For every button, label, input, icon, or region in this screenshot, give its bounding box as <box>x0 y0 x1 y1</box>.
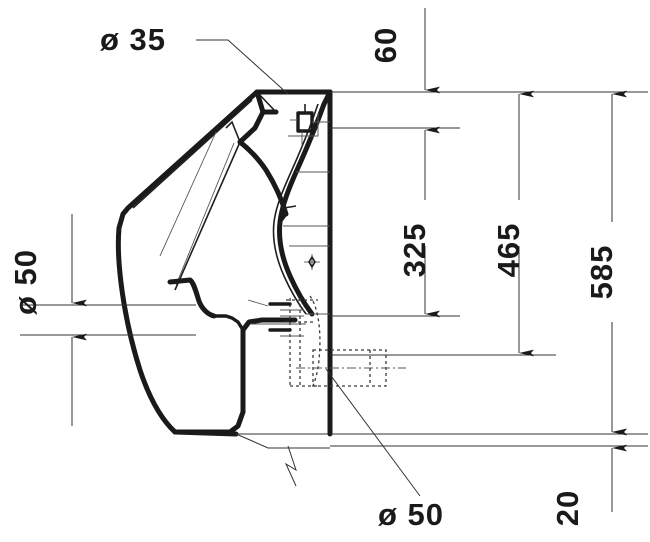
dimension-60: 60 <box>368 8 440 94</box>
dimension-label-325: 325 <box>397 223 432 278</box>
dimension-20: 20 <box>550 410 627 526</box>
dimension-label-60: 60 <box>368 27 403 63</box>
dimension-dia50-bottom: ø 50 <box>325 368 444 532</box>
dimension-label-465: 465 <box>491 223 526 278</box>
dimension-dia35: ø 35 <box>100 22 289 95</box>
dimension-label-dia50-bottom: ø 50 <box>378 497 444 532</box>
urinal-body <box>115 89 406 487</box>
dimension-label-dia50-left: ø 50 <box>8 249 43 315</box>
reference-crosshair-icon <box>304 254 320 270</box>
dimension-dia50-left: ø 50 <box>8 214 196 426</box>
dimension-label-585: 585 <box>584 245 619 300</box>
dimension-325: 325 <box>397 126 440 318</box>
outlet-hidden-lines <box>268 295 406 389</box>
dimension-label-dia35: ø 35 <box>100 22 166 57</box>
dimension-label-20: 20 <box>550 490 585 526</box>
dimension-465: 465 <box>491 90 534 357</box>
flush-inlet-detail <box>288 104 330 146</box>
